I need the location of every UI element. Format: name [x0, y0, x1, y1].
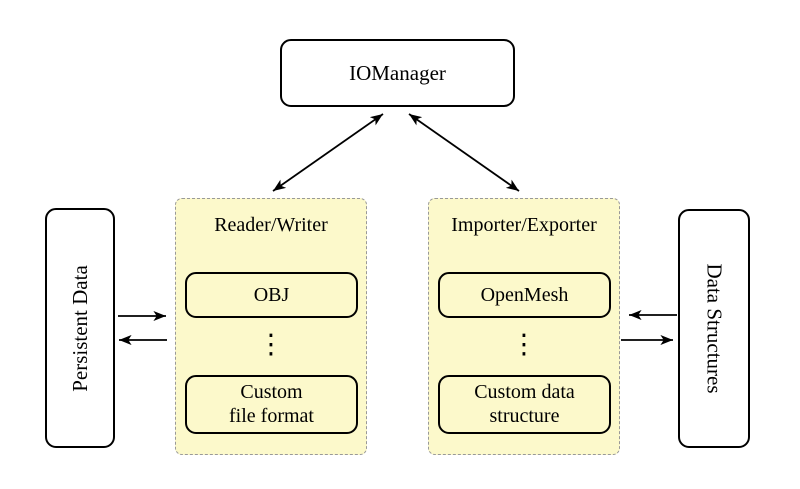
node-persistent-data: Persistent Data: [45, 208, 115, 448]
group-reader-writer-title: Reader/Writer: [214, 214, 328, 236]
node-custom-data-structure-label: Custom data structure: [474, 380, 575, 427]
group-importer-exporter-title: Importer/Exporter: [451, 214, 597, 236]
node-custom-data-structure: Custom data structure: [438, 375, 611, 434]
group-importer-exporter: Importer/Exporter OpenMesh ⋮ Custom data…: [428, 198, 620, 455]
node-custom-file-format-label: Custom file format: [229, 380, 314, 427]
node-persistent-data-label: Persistent Data: [67, 264, 92, 392]
arrow-iomanager-reader-writer: [272, 113, 384, 192]
node-openmesh: OpenMesh: [438, 272, 611, 318]
group-reader-writer: Reader/Writer OBJ ⋮ Custom file format: [175, 198, 367, 455]
node-openmesh-label: OpenMesh: [480, 283, 569, 306]
arrow-iomanager-importer-exporter: [408, 113, 520, 192]
node-iomanager: IOManager: [280, 39, 515, 107]
node-data-structures: Data Structures: [678, 209, 750, 448]
node-obj-label: OBJ: [253, 283, 290, 306]
node-data-structures-label: Data Structures: [702, 263, 727, 394]
node-iomanager-label: IOManager: [349, 60, 446, 85]
vertical-ellipsis: ⋮: [257, 329, 285, 360]
vertical-ellipsis: ⋮: [510, 329, 538, 360]
node-custom-file-format: Custom file format: [185, 375, 358, 434]
node-obj: OBJ: [185, 272, 358, 318]
